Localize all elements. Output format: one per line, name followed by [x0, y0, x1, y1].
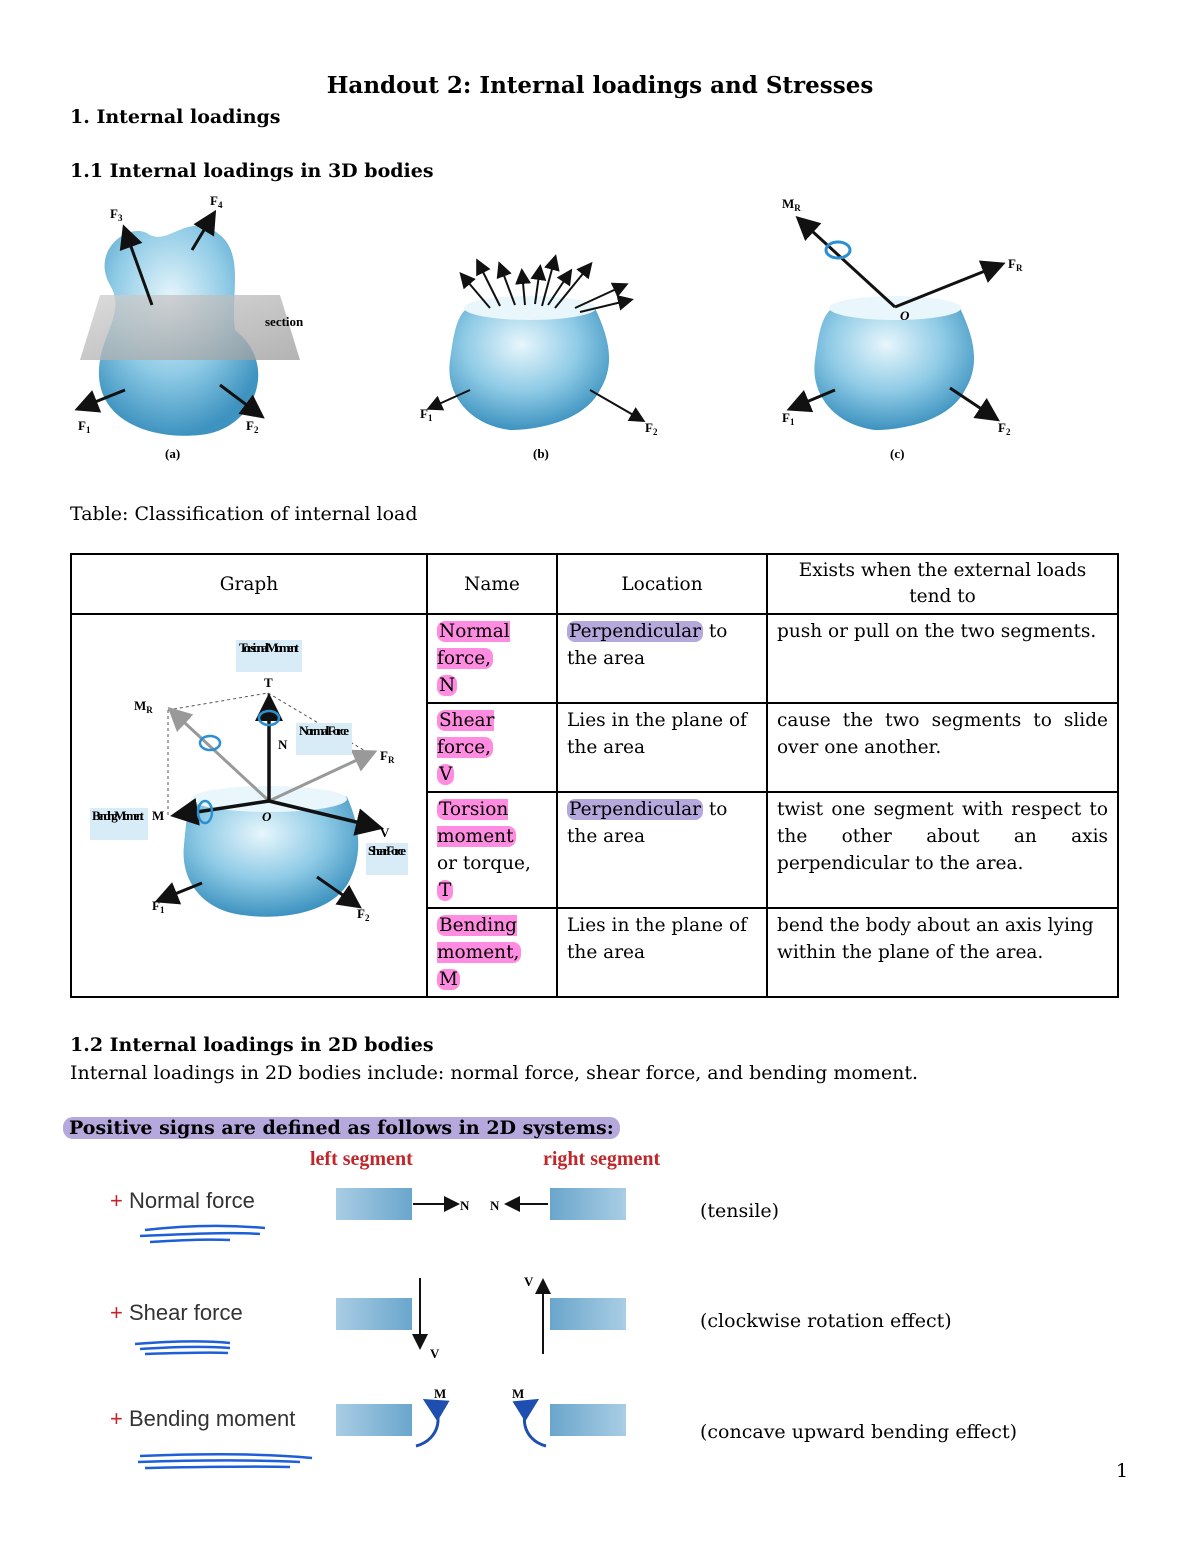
location-cell: Perpendicular to the area — [556, 613, 768, 704]
caption-b: (b) — [533, 446, 549, 461]
figure-a: F3 F4 F1 F2 section (a) — [74, 193, 304, 461]
label-f2: F2 — [246, 418, 259, 435]
caption-c: (c) — [890, 446, 904, 461]
m-label-left: M — [434, 1386, 446, 1401]
graph-label-fr: FR — [380, 748, 395, 765]
bending-moment-label: + Bending moment — [110, 1406, 296, 1431]
label-f3: F3 — [110, 206, 123, 223]
clockwise-note: (clockwise rotation effect) — [700, 1310, 952, 1332]
label-f4: F4 — [210, 193, 223, 210]
header-graph: Graph — [70, 553, 428, 615]
graph-label-mro: MR — [134, 698, 153, 715]
right-segment-label: right segment — [543, 1148, 661, 1170]
name-cell: Bending moment,M — [426, 907, 558, 998]
graph-label-f2: F2 — [357, 906, 370, 923]
positive-signs-heading: Positive signs are defined as follows in… — [63, 1117, 620, 1139]
v-label-right: V — [524, 1274, 534, 1289]
header-name: Name — [426, 553, 558, 615]
tensile-note: (tensile) — [700, 1200, 780, 1222]
label-mro: MR — [782, 196, 801, 213]
location-cell: Lies in the plane of the area — [556, 702, 768, 793]
label-fr: FR — [1008, 256, 1023, 273]
section-heading-1-1: 1.1 Internal loadings in 3D bodies — [70, 160, 434, 182]
graph-label-m: M — [152, 808, 164, 823]
concave-note: (concave upward bending effect) — [700, 1421, 1017, 1443]
label-f2-c: F2 — [998, 420, 1011, 437]
n-label-right: N — [490, 1198, 500, 1213]
internal-loads-graph: Torsional Moment T Normal Force N Bendin… — [90, 640, 408, 923]
graph-label-bending: Bending Moment — [92, 808, 145, 823]
graph-label-torsional: Torsional Moment — [239, 640, 300, 655]
figure-b: F1 F2 (b) — [420, 254, 658, 461]
graph-label-normal: Normal Force — [299, 723, 349, 738]
exists-cell: cause the two segments to slide over one… — [766, 702, 1119, 793]
table-row: Torsional Moment T Normal Force N Bendin… — [70, 613, 1119, 998]
location-cell: Perpendicular to the area — [556, 791, 768, 909]
table-header-row: Graph Name Location Exists when the exte… — [70, 553, 1119, 615]
v-label-left: V — [430, 1346, 440, 1361]
section-1-2-text: Internal loadings in 2D bodies include: … — [70, 1062, 919, 1084]
sign-convention-figure: left segment right segment + Normal forc… — [100, 1148, 680, 1480]
table-row: Bending moment,M Lies in the plane of th… — [71, 907, 1119, 998]
graph-label-f1: F1 — [152, 898, 165, 915]
internal-loading-3d-figure: F3 F4 F1 F2 section (a) F1 F2 (b) — [74, 193, 1023, 461]
label-f2-b: F2 — [645, 420, 658, 437]
label-f1: F1 — [78, 418, 91, 435]
graph-label-o: O — [262, 809, 272, 824]
table-row: Shear force,V Lies in the plane of the a… — [71, 702, 1119, 793]
label-f1-b: F1 — [420, 406, 433, 423]
name-cell: Normal force,N — [426, 613, 558, 704]
normal-force-label: + Normal force — [110, 1188, 255, 1213]
label-o: O — [900, 308, 910, 323]
exists-cell: bend the body about an axis lying within… — [766, 907, 1119, 998]
header-exists: Exists when the external loads tend to — [766, 553, 1119, 615]
graph-label-t: T — [264, 675, 273, 690]
graph-label-n: N — [278, 737, 288, 752]
exists-cell: twist one segment with respect to the ot… — [766, 791, 1119, 909]
m-label-right: M — [512, 1386, 524, 1401]
caption-a: (a) — [165, 446, 180, 461]
location-cell: Lies in the plane of the area — [556, 907, 768, 998]
section-heading-1-2: 1.2 Internal loadings in 2D bodies — [70, 1034, 434, 1056]
section-heading-1: 1. Internal loadings — [70, 106, 281, 128]
graph-label-shear: Shear Force — [368, 843, 406, 858]
name-cell: Shear force,V — [426, 702, 558, 793]
exists-cell: push or pull on the two segments. — [766, 613, 1119, 704]
label-f1-c: F1 — [782, 410, 795, 427]
classification-table: Graph Name Location Exists when the exte… — [70, 553, 1119, 998]
section-label: section — [265, 314, 304, 329]
page-number: 1 — [1116, 1460, 1129, 1482]
shear-force-label: + Shear force — [110, 1300, 243, 1325]
graph-cell: Torsional Moment T Normal Force N Bendin… — [70, 613, 428, 998]
n-label-left: N — [460, 1198, 470, 1213]
figure-c: MR FR O F1 F2 (c) — [782, 196, 1023, 461]
graph-label-v: V — [380, 825, 390, 840]
page-title: Handout 2: Internal loadings and Stresse… — [326, 72, 874, 99]
table-caption: Table: Classification of internal load — [70, 503, 418, 525]
sign-convention-drawing: N N V V M M — [134, 1188, 626, 1470]
header-location: Location — [556, 553, 768, 615]
left-segment-label: left segment — [310, 1148, 413, 1170]
